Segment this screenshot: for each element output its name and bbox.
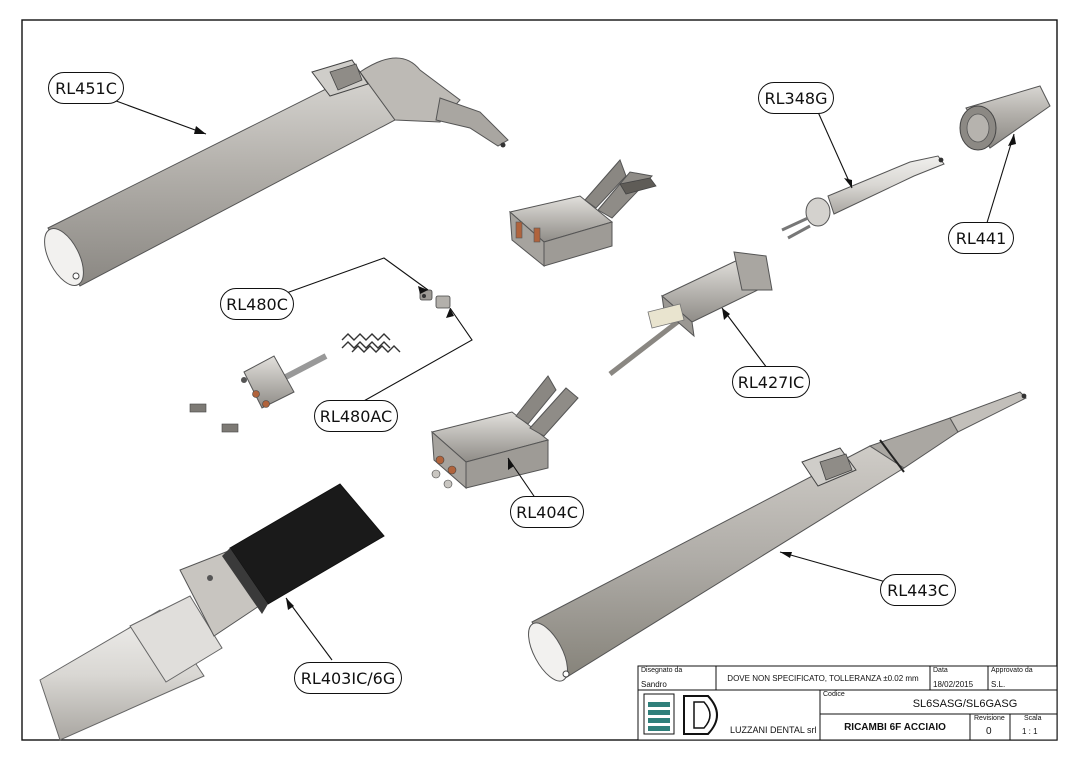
leader-lines [107,97,1015,661]
description-value: RICAMBI 6F ACCIAIO [844,721,946,733]
scale-value: 1 : 1 [1022,727,1038,736]
callout-rl441: RL441 [948,222,1014,254]
part-rl441-cone [959,85,1051,151]
drawing-border [21,19,1058,741]
part-rl480c-screws [419,289,451,309]
revision-cell: Revisione 0 [970,714,1010,740]
part-rl427ic-valve [608,251,773,376]
callout-rl443c: RL443C [880,574,956,606]
code-label: Codice [823,691,845,698]
drawn-by-value: Sandro [641,680,667,689]
callout-rl403ic6g: RL403IC/6G [294,662,402,694]
approved-value: S.L. [991,680,1006,689]
callout-rl427ic: RL427IC [732,366,810,398]
company-cell: LUZZANI DENTAL srl [728,722,820,740]
drawn-by-cell: Disegnato da Sandro [638,666,716,690]
code-cell: Codice SL6SASG/SL6GASG [820,690,1057,714]
callout-rl404c: RL404C [510,496,584,528]
description-cell: RICAMBI 6F ACCIAIO [820,714,970,740]
part-rl443c-handpiece [528,391,1027,682]
drawn-by-label: Disegnato da [641,667,683,674]
luzzani-logo [643,693,718,735]
callout-rl480c: RL480C [220,288,294,320]
scale-label: Scala [1024,715,1042,722]
date-value: 18/02/2015 [933,680,974,689]
callout-rl451c: RL451C [48,72,124,104]
approved-cell: Approvato da S.L. [988,666,1057,690]
revision-label: Revisione [974,715,1005,722]
scale-cell: Scala 1 : 1 [1010,714,1057,740]
part-rl348g-tube [781,155,945,240]
callout-rl480ac: RL480AC [314,400,398,432]
callout-rl348g: RL348G [758,82,834,114]
part-rl404c-upper [508,159,657,268]
approved-label: Approvato da [991,667,1033,674]
date-cell: Data 18/02/2015 [930,666,988,690]
company-name: LUZZANI DENTAL srl [730,725,817,735]
part-rl403ic-hose [39,483,385,741]
revision-value: 0 [986,726,992,737]
part-flange-assembly [189,353,328,433]
code-value: SL6SASG/SL6GASG [912,698,1018,710]
part-rl451c-handpiece [44,57,509,287]
tolerance-cell: DOVE NON SPECIFICATO, TOLLERANZA ±0.02 m… [716,666,930,690]
leader-arrowheads [194,126,1016,610]
part-rl404c-lower [430,375,579,490]
part-springs [341,333,401,353]
date-label: Data [933,667,948,674]
tolerance-note: DOVE NON SPECIFICATO, TOLLERANZA ±0.02 m… [727,673,919,683]
